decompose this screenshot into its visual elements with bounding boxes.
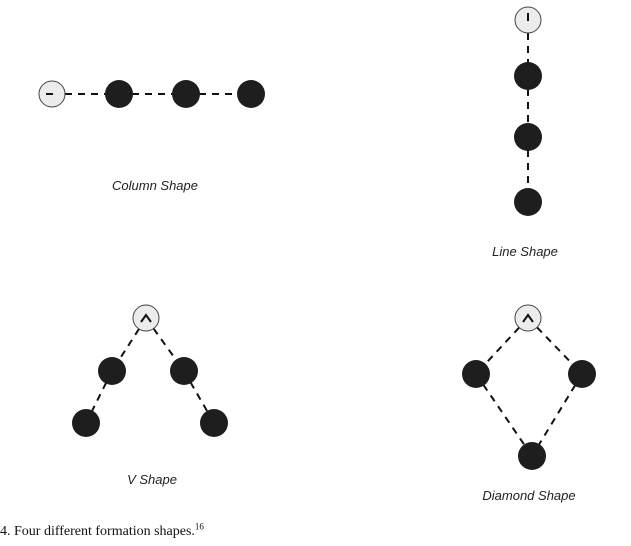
caption-text: 4. Four different formation shapes. [0,524,195,539]
v-link-2 [85,370,113,424]
figure-caption: 4. Four different formation shapes.16 [0,521,204,540]
line-follower-node-2 [514,123,542,151]
v-link-3 [183,370,215,424]
caret-up-icon [522,313,534,323]
label-line-shape: Line Shape [492,244,558,259]
line-leader-node-0 [514,6,542,34]
label-diamond-shape: Diamond Shape [482,488,576,503]
label-column-shape: Column Shape [112,178,198,193]
v-follower-node-4 [200,409,228,437]
diamond-follower-node-3 [518,442,546,470]
diamond-follower-node-1 [462,360,490,388]
caret-up-icon [140,313,152,323]
v-follower-node-3 [72,409,100,437]
column-follower-node-3 [237,80,265,108]
diamond-link-2 [475,373,533,457]
v-follower-node-1 [98,357,126,385]
links-layer [52,20,583,457]
line-follower-node-1 [514,62,542,90]
column-leader-node-0 [38,80,66,108]
column-follower-node-2 [172,80,200,108]
line-follower-node-3 [514,188,542,216]
diamond-leader-node-0 [514,304,542,332]
diamond-link-3 [531,373,583,457]
v-follower-node-2 [170,357,198,385]
diamond-follower-node-2 [568,360,596,388]
column-follower-node-1 [105,80,133,108]
nodes-layer [38,6,596,470]
label-v-shape: V Shape [127,472,177,487]
v-leader-node-0 [132,304,160,332]
caption-reference: 16 [194,521,204,532]
